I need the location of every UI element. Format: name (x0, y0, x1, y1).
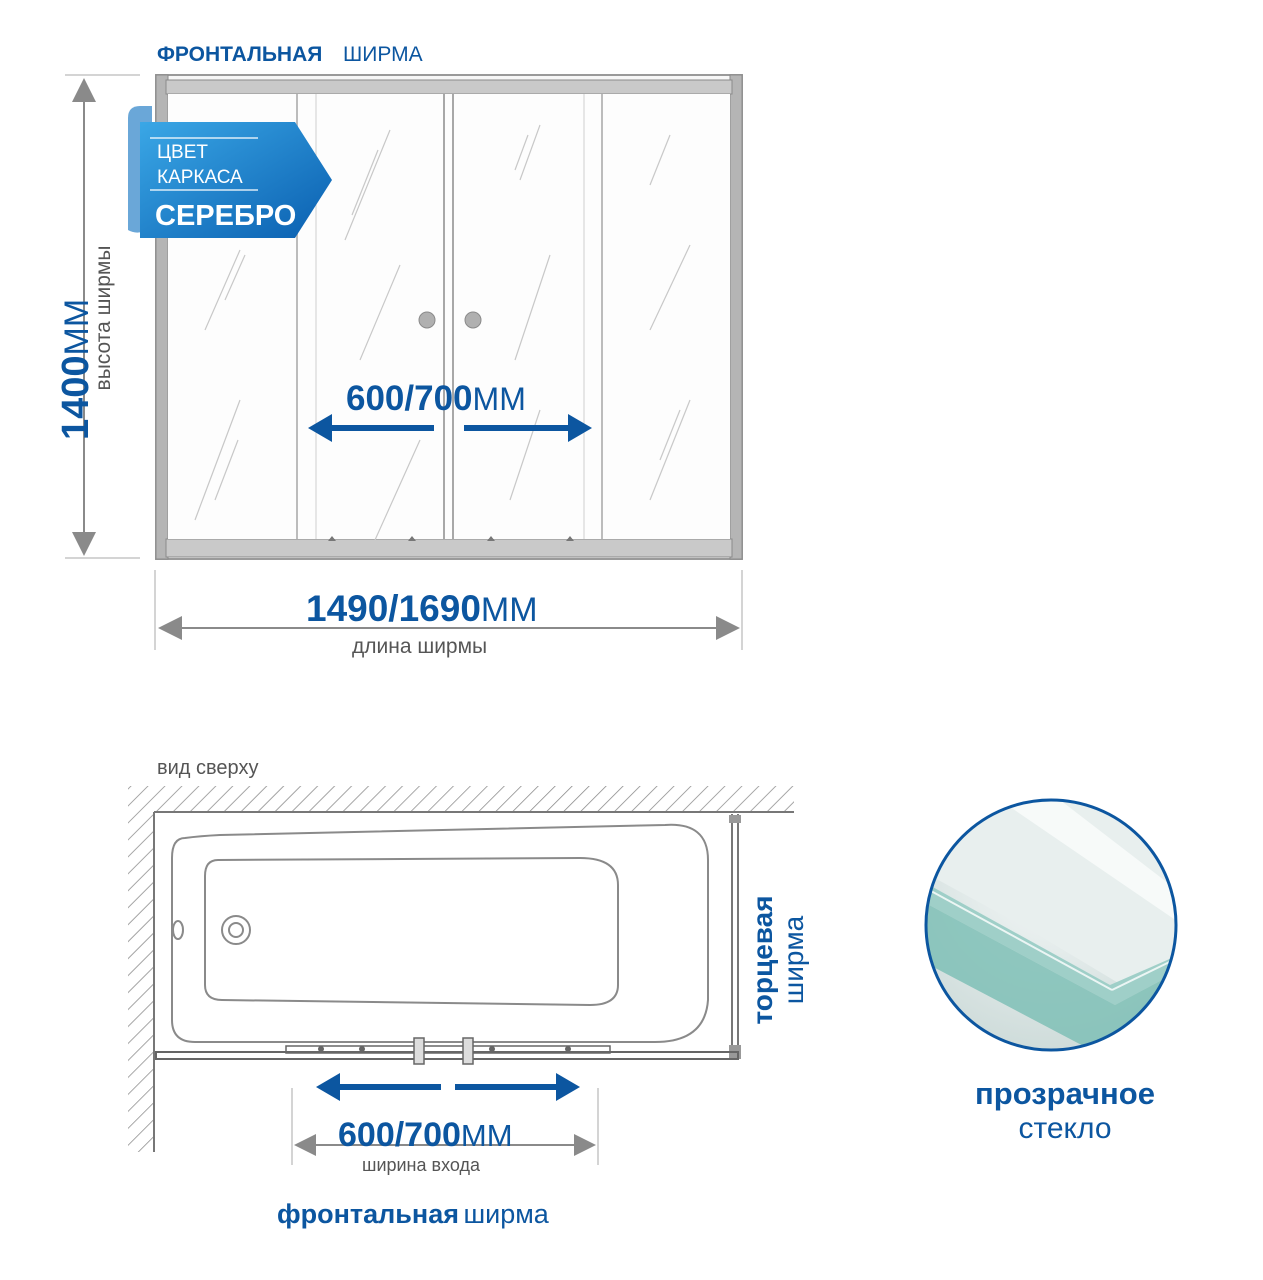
front-screen-caption: фронтальная ширма (277, 1199, 549, 1229)
height-label: 1400ММ (55, 200, 97, 440)
width-caption: длина ширмы (352, 635, 488, 658)
frame-color-badge (128, 106, 332, 238)
height-arrow-bottom (72, 532, 96, 556)
glass-caption-light: стекло (1018, 1111, 1112, 1145)
height-unit: ММ (58, 298, 96, 356)
glass-caption-bold: прозрачное (975, 1076, 1155, 1111)
door-dimension-label: 600/700ММ (346, 379, 526, 418)
door-arrow-right-head (568, 414, 592, 442)
door-arrow-left-head (308, 414, 332, 442)
entry-arrow-left-head (316, 1073, 340, 1101)
entry-caption: ширина входа (362, 1155, 481, 1175)
badge-line3: СЕРЕБРО (155, 200, 297, 232)
entry-arrow-dim-right (574, 1134, 596, 1156)
glass-reflections (194, 124, 691, 541)
wall-hatching (128, 786, 794, 1152)
badge-line2: КАРКАСА (157, 167, 243, 188)
badge-line1: ЦВЕТ (157, 142, 209, 163)
height-arrow-top (72, 78, 96, 102)
bathtub-outline (171, 823, 709, 1043)
front-title-bold: ФРОНТАЛЬНАЯ (157, 43, 323, 66)
left-door-handle (418, 311, 436, 329)
entry-arrow-dim-left (294, 1134, 316, 1156)
front-title-light: ШИРМА (343, 43, 423, 66)
width-arrow-left (158, 616, 182, 640)
side-screen-label: торцевая ширма (747, 895, 809, 1025)
entry-arrow-right-head (556, 1073, 580, 1101)
width-arrow-right (716, 616, 740, 640)
glass-caption: прозрачное стекло (925, 1076, 1205, 1146)
height-caption: высота ширмы (92, 245, 115, 391)
right-door-handle (464, 311, 482, 329)
top-view-caption: вид сверху (157, 757, 259, 779)
front-screen-rail (155, 1037, 739, 1065)
side-screen (729, 814, 741, 1060)
glass-sample-circle (924, 798, 1178, 1052)
height-value: 1400 (55, 355, 97, 440)
width-dimension-label: 1490/1690ММ (306, 588, 538, 629)
entry-dimension-label: 600/700ММ (338, 1116, 513, 1154)
